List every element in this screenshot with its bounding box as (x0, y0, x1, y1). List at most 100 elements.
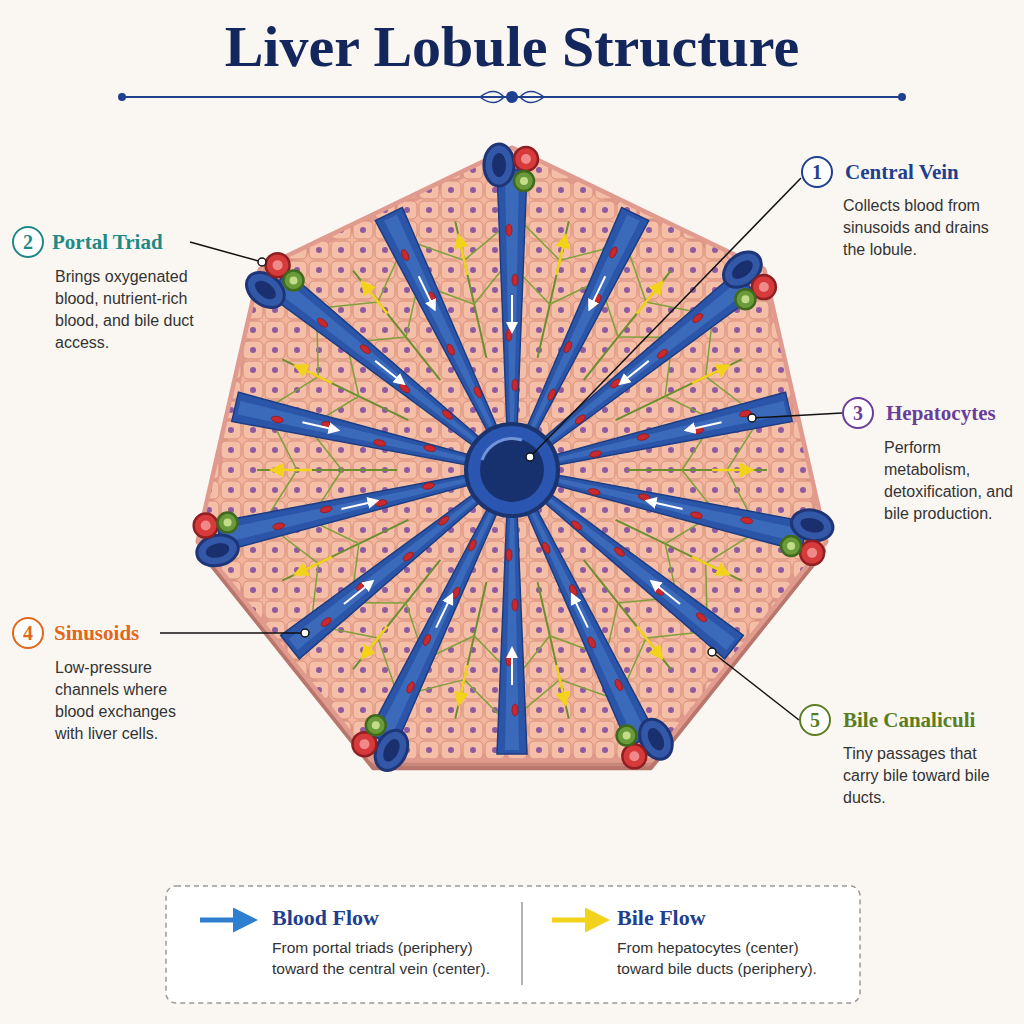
blood-flow-arrow (648, 501, 682, 509)
bile-duct (366, 715, 386, 735)
red-blood-cell (400, 248, 411, 261)
canaliculus-branch (605, 297, 618, 337)
sinusoid-lumen (222, 478, 470, 543)
red-blood-cell (563, 340, 574, 353)
canaliculus-branch (326, 302, 378, 308)
portal-vein-lumen (380, 737, 403, 765)
leader-dot (526, 453, 534, 461)
sinusoid-lumen (505, 174, 519, 426)
lobule-illustration (194, 144, 836, 776)
red-blood-cell (472, 385, 483, 398)
bile-flow-arrow (637, 284, 661, 314)
red-blood-cell (441, 409, 454, 421)
blood-flow-arrow (590, 276, 605, 308)
canaliculus-branch (665, 396, 707, 416)
bile-duct-lumen (290, 276, 298, 284)
red-blood-cell (445, 343, 456, 356)
canaliculus-branch (646, 302, 694, 312)
red-blood-cell (638, 493, 651, 502)
legend-frame (166, 886, 860, 1003)
red-blood-cell (423, 444, 436, 453)
legend-description: From portal triads (periphery) toward th… (272, 937, 512, 979)
blood-flow-arrow (344, 582, 371, 604)
bile-flow-arrow (637, 626, 661, 656)
red-blood-cell (451, 586, 462, 599)
legend-title: Blood Flow (272, 904, 502, 932)
canaliculus-branch (665, 522, 701, 544)
canaliculus-branch (464, 229, 501, 260)
bile-flow-arrow (274, 469, 312, 472)
callout-heading: Portal Triad (52, 229, 242, 255)
sinusoid (525, 504, 656, 747)
bile-duct-lumen (520, 177, 528, 185)
hepatic-artery (800, 541, 824, 565)
lobule-outline (200, 150, 824, 758)
red-blood-cell (541, 541, 552, 554)
artery-lumen (521, 154, 531, 164)
portal-vein-lumen (644, 725, 667, 753)
callout-description: Brings oxygenated blood, nutrient-rich b… (55, 266, 215, 354)
canaliculus-branch (364, 337, 406, 341)
blood-flow-sample (200, 918, 248, 923)
portal-vein-lumen (252, 277, 279, 303)
bile-flow-arrow (712, 469, 750, 472)
canaliculus-branch (464, 680, 501, 717)
bile-duct-lumen (623, 732, 631, 740)
hepatic-artery (514, 147, 538, 171)
leader-dot (301, 629, 309, 637)
canaliculus-branch (378, 258, 398, 302)
rule-ornament (520, 92, 544, 103)
callout-number: 2 (23, 232, 33, 252)
red-blood-cell (506, 224, 512, 236)
callout-description: Tiny passages that carry bile toward bil… (843, 743, 1013, 809)
red-blood-cell (506, 329, 512, 341)
portal-vein-lumen (799, 516, 826, 535)
callout-description: Collects blood from sinusoids and drains… (843, 195, 1015, 261)
canaliculus-branch (406, 603, 419, 643)
bile-flow-arrow (459, 238, 467, 275)
blood-flow-arrow (573, 596, 588, 628)
canaliculus-branch (330, 628, 378, 638)
legend-divider (521, 902, 523, 985)
callout-circle: 2 (12, 226, 44, 258)
callout-heading: Central Vein (845, 159, 1024, 185)
sinusoid-lumen (545, 496, 735, 650)
rule-ornament (480, 92, 504, 103)
callout-number: 3 (853, 403, 863, 423)
red-blood-cell (546, 388, 557, 401)
red-blood-cell (512, 599, 518, 611)
bile-flow-arrow (364, 626, 388, 656)
blood-flow-arrow (341, 501, 375, 509)
bile-canaliculus (538, 582, 569, 718)
leader-line (530, 178, 801, 457)
sinusoid-lumen (555, 401, 787, 462)
bile-duct (617, 726, 637, 746)
sinusoid-lumen (529, 215, 640, 432)
red-blood-cell (437, 515, 450, 527)
red-blood-cell (570, 519, 583, 531)
canaliculus-branch (323, 396, 359, 418)
red-blood-cell (320, 616, 333, 628)
bile-duct (514, 171, 534, 191)
blood-flow-arrow (419, 276, 434, 308)
canaliculus-branch (317, 524, 359, 544)
callout-circle: 3 (842, 397, 874, 429)
canaliculus-branch (474, 636, 503, 666)
callout-circle: 1 (801, 156, 833, 188)
red-blood-cell (506, 549, 512, 561)
red-blood-cell (512, 274, 518, 286)
bile-flow-arrow (298, 367, 332, 383)
portal-vein (484, 144, 514, 186)
canaliculus-branch (523, 223, 560, 260)
canaliculus-branch (521, 636, 550, 672)
blood-flow-arrow (511, 650, 513, 685)
red-blood-cell (568, 584, 579, 597)
canaliculus-branch (727, 470, 749, 513)
artery-lumen (273, 260, 283, 270)
artery-lumen (759, 282, 769, 292)
leader-line (160, 632, 305, 634)
red-blood-cell (398, 382, 411, 394)
legend-description: From hepatocytes (center) toward bile du… (617, 937, 849, 979)
